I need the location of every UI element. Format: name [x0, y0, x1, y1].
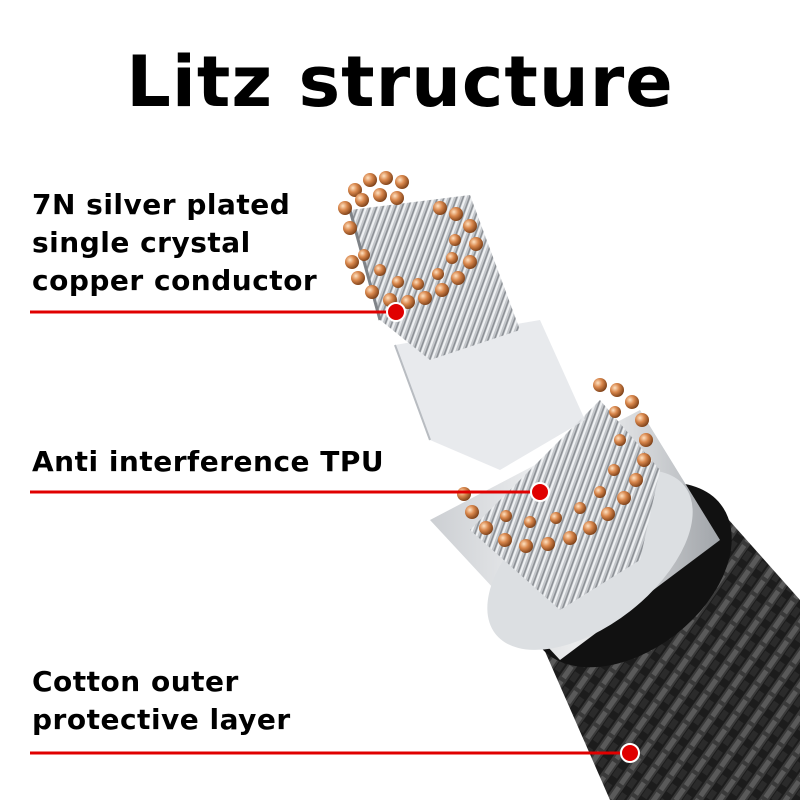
leader-conductor	[30, 302, 406, 322]
inner-tpu-wrap	[394, 320, 585, 470]
leader-tpu	[30, 482, 550, 502]
label-conductor-line-3: copper conductor	[32, 264, 318, 297]
label-tpu: Anti interference TPU	[32, 443, 384, 481]
label-tpu-line-1: Anti interference TPU	[32, 445, 385, 478]
label-conductor: 7N silver plated single crystal copper c…	[32, 186, 317, 300]
lower-strand-bundle	[470, 400, 660, 610]
label-cotton-line-1: Cotton outer	[32, 665, 239, 698]
label-cotton: Cotton outer protective layer	[32, 663, 291, 739]
diagram-title: Litz structure	[126, 41, 674, 123]
label-cotton-line-2: protective layer	[32, 703, 291, 736]
leader-cotton	[30, 743, 640, 763]
label-conductor-line-2: single crystal	[32, 226, 251, 259]
label-conductor-line-1: 7N silver plated	[32, 188, 291, 221]
copper-tips-upper	[338, 171, 483, 309]
